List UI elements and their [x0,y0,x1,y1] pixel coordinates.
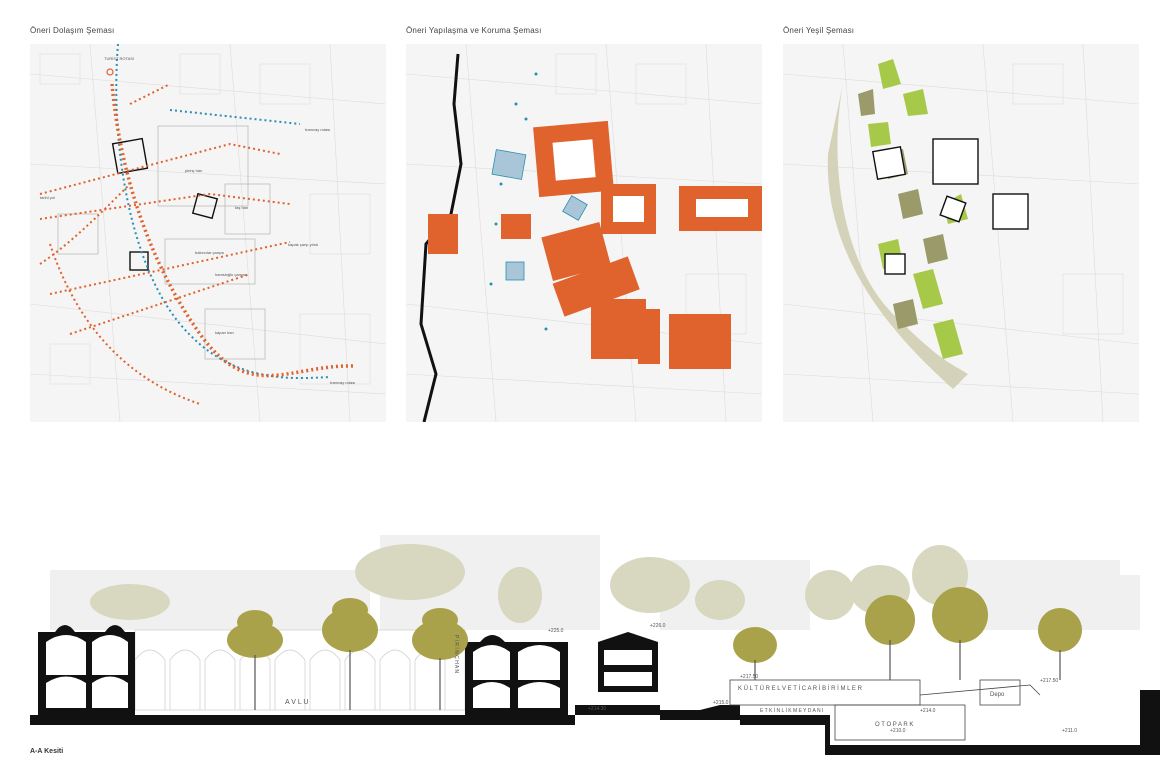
pirinc-han-label: pirinç han [185,168,202,173]
courtyard-squares [111,137,219,271]
parking-label: O T O P A R K [875,722,913,728]
tram-route-label-2: tramvay rotası [330,380,355,385]
glazed-structures [491,149,588,281]
elevation-label: +225.0 [548,628,564,634]
kapak-direction-label: kapak çarşı yönü [288,242,318,247]
pirinc-han-vertical-label: P İ R İ N Ç H A N [453,635,460,673]
avlu-label: A V L U [285,699,308,706]
cultural-units-label: K Ü L T Ü R E L V E T İ C A R İ B İ R İ … [738,685,863,692]
event-square-label: E T K İ N L İ K M E Y D A N I [760,707,823,714]
elevation-label: +215.0 [713,700,729,706]
building-outlines [57,125,271,360]
proposed-buildings [428,120,762,369]
historic-road-label: tarihi yol [40,195,55,200]
cultural-building [729,679,1041,741]
touristic-route-label: TURİST ROTASI [104,56,134,61]
pedestrian-routes [39,83,356,405]
pirinc-han-right-section [465,635,568,715]
faded-trees [90,544,968,623]
elevation-label: +211.0 [1062,728,1077,734]
structuring-map [406,44,762,422]
structuring-panel-title: Öneri Yapılaşma ve Koruma Şeması [406,26,542,35]
section-trees [227,587,1082,710]
ground-section-line [30,690,1160,755]
hamsioglu-label: hamsioğlu çarşısı [215,272,246,277]
pirinc-han-left-section [38,625,135,715]
circulation-panel-title: Öneri Dolaşım Şeması [30,26,115,35]
small-building-section [598,632,658,692]
depot-room [979,679,1021,706]
section-title: A-A Kesiti [30,748,64,755]
elevation-label: +214.0 [920,708,936,714]
tourist-route-marker [106,68,114,76]
elevation-label: +217.50 [1040,678,1058,684]
depot-label: Depo [990,692,1005,698]
elevation-label: +214.30 [588,706,606,712]
base-map-streets [30,44,386,422]
section-drawing: A V L U P İ R İ N Ç H A N K Ü L T Ü R E … [0,500,1168,768]
green-map [783,44,1139,422]
bakircilar-label: bakırcılar çarşısı [195,250,224,255]
elevation-label: +210.0 [890,728,906,734]
tas-han-label: taş han [235,205,248,210]
elevation-label: +217.50 [740,674,758,680]
small-blue-elements [489,72,548,331]
circulation-map: TURİST ROTASI tramvay rotası tramvay rot… [30,44,386,422]
courtyard-squares [871,138,1029,275]
kapan-han-label: kapan han [215,330,234,335]
elevation-label: +226.0 [650,623,666,629]
base-map-streets [783,44,1139,422]
tram-route-label-1: tramvay rotası [305,127,330,132]
green-panel-title: Öneri Yeşil Şeması [783,26,855,35]
courtyard-cutouts [552,139,748,222]
